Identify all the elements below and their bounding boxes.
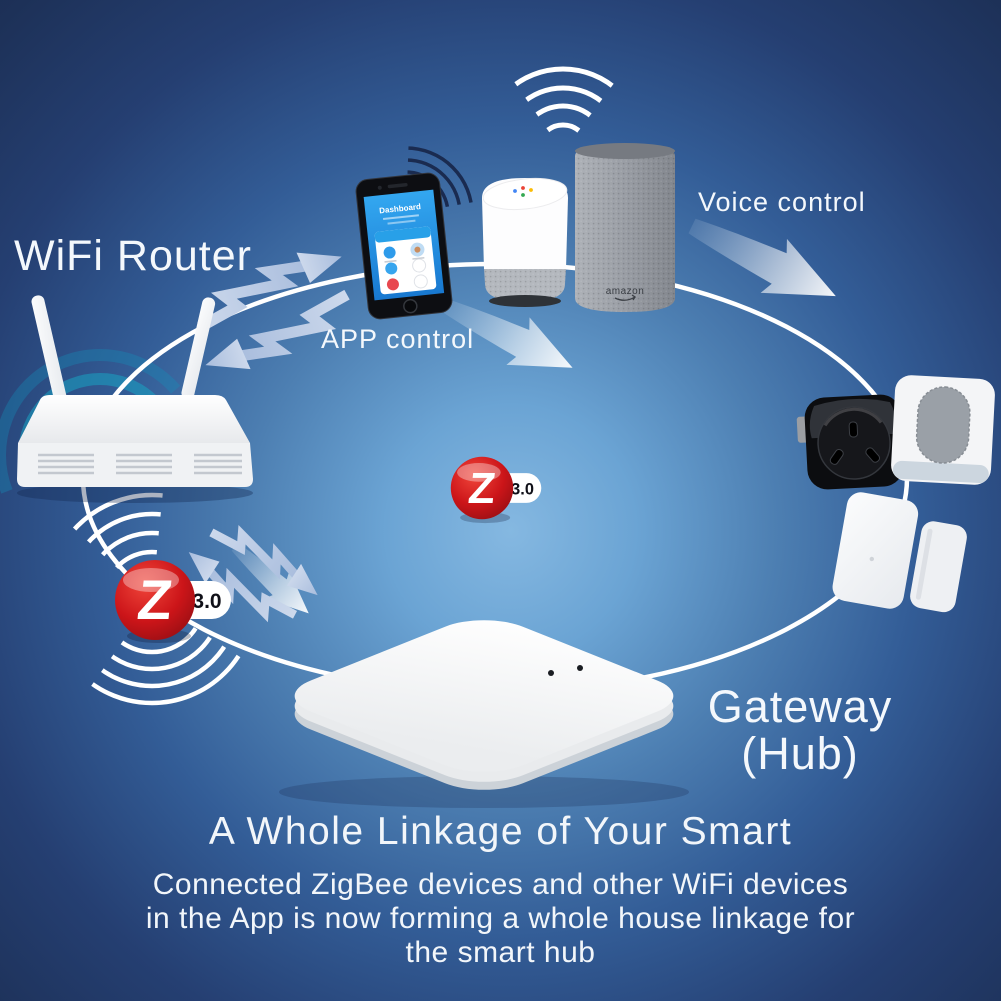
motion-sensor-illustration — [891, 375, 995, 485]
phone-app-title: Dashboard — [379, 202, 422, 215]
poster-heading: A Whole Linkage of Your Smart — [208, 810, 793, 853]
poster-description-line1: Connected ZigBee devices and other WiFi … — [152, 868, 849, 901]
gateway-label-line2: (Hub) — [741, 728, 859, 780]
amazon-echo-illustration: amazon — [575, 143, 675, 312]
zigbee-wifi-upper-icon — [44, 492, 168, 600]
zigbee-logo-center: 3.0 Z — [450, 456, 542, 524]
zigbee-letter: Z — [135, 568, 176, 631]
gateway-label: Gateway (Hub) — [688, 683, 912, 778]
echo-brand-label: amazon — [606, 286, 645, 297]
app-control-label: APP control — [321, 324, 475, 354]
poster-description-line2: in the App is now forming a whole house … — [145, 902, 856, 935]
gateway-label-line1: Gateway — [707, 681, 893, 732]
smart-plug-illustration — [796, 394, 904, 490]
voice-control-label: Voice control — [698, 187, 866, 217]
zigbee-logo-left: 3.0 Z — [115, 560, 231, 643]
door-sensor-illustration — [832, 492, 967, 613]
zigbee-version-label: 3.0 — [192, 590, 221, 613]
wifi-router-illustration — [17, 295, 253, 503]
smartphone-illustration: Dashboard — [355, 172, 453, 320]
gateway-hub-illustration — [279, 620, 689, 808]
poster-description-line3: the smart hub — [405, 936, 596, 969]
wifi-router-label: WiFi Router — [14, 232, 252, 280]
zigbee-letter: Z — [466, 464, 498, 513]
google-home-illustration — [482, 177, 568, 307]
zigbee-version-label: 3.0 — [511, 480, 534, 498]
poster-description: Connected ZigBee devices and other WiFi … — [0, 868, 1001, 970]
